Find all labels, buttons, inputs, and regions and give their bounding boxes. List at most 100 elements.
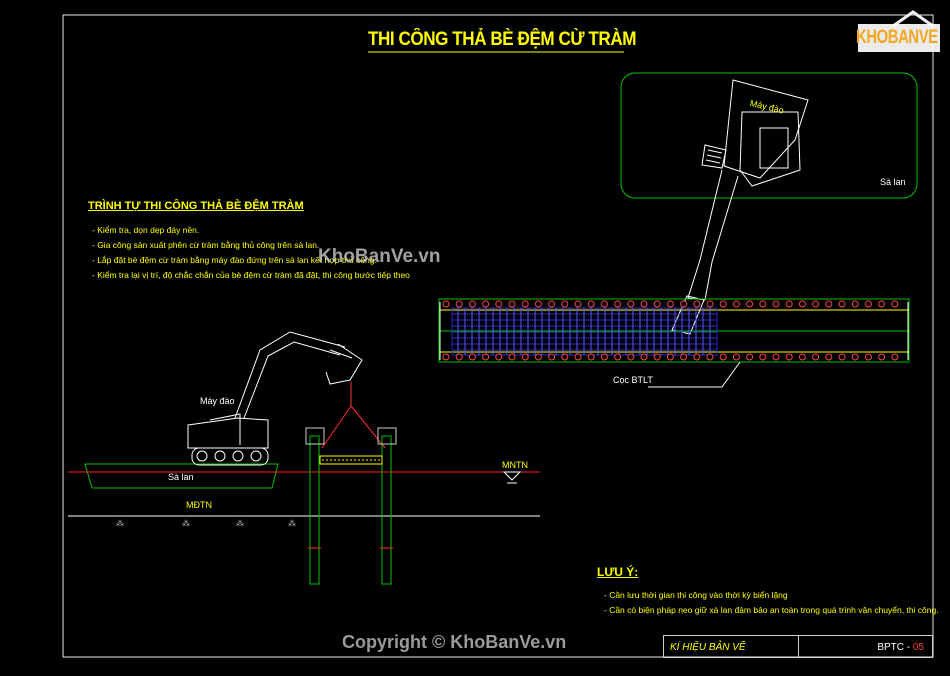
pile-marker <box>666 300 674 308</box>
pile-marker <box>627 300 635 308</box>
pile-marker <box>534 353 542 361</box>
svg-text:⁂: ⁂ <box>288 519 296 528</box>
pile-marker <box>746 353 754 361</box>
pile-marker <box>653 300 661 308</box>
pile-marker <box>798 353 806 361</box>
pile-marker <box>455 300 463 308</box>
pile-marker <box>719 300 727 308</box>
note-item: - Cần lưu thời gian thi công vào thời kỳ… <box>604 590 788 600</box>
pile-marker <box>600 353 608 361</box>
pile-marker <box>693 300 701 308</box>
procedure-steps: - Kiểm tra, dọn dẹp đáy nền. - Gia công … <box>92 223 410 283</box>
pile-marker <box>746 300 754 308</box>
pile-marker <box>680 353 688 361</box>
procedure-step: - Kiểm tra, dọn dẹp đáy nền. <box>92 225 200 235</box>
barge-label-plan: Sà lan <box>880 177 906 187</box>
excavator-elevation <box>187 331 363 466</box>
soil-hatch: ⁂ ⁂ ⁂ ⁂ <box>116 519 296 528</box>
pile-marker <box>825 300 833 308</box>
raft-plan <box>438 298 910 388</box>
procedure-title: TRÌNH TỰ THI CÔNG THẢ BÈ ĐỆM TRÀM <box>88 200 304 212</box>
notes-title: LƯU Ý: <box>597 565 639 579</box>
pile-marker <box>587 353 595 361</box>
pile-marker <box>627 353 635 361</box>
pile-marker <box>482 353 490 361</box>
pile-marker <box>574 300 582 308</box>
drawing-frame <box>62 14 934 658</box>
pile-marker <box>574 353 582 361</box>
pile-label: Cọc BTLT <box>613 375 653 385</box>
pile-marker <box>851 300 859 308</box>
title-block: KÍ HIỆU BẢN VẼ BPTC - 05 <box>663 635 933 658</box>
pile-marker <box>838 300 846 308</box>
notes-list: - Cần lưu thời gian thi công vào thời kỳ… <box>604 588 939 618</box>
water-level-symbol <box>502 471 522 484</box>
procedure-step: - Lắp đặt bè đệm cừ tràm bằng máy đào đứ… <box>92 255 377 265</box>
pile-marker <box>891 300 899 308</box>
pile-marker <box>534 300 542 308</box>
pile-marker <box>521 300 529 308</box>
drawing-code-number: 05 <box>912 642 924 653</box>
pile-marker <box>772 353 780 361</box>
excavator-label-elevation: Máy đào <box>200 396 235 406</box>
pile-marker <box>785 300 793 308</box>
legend-label: KÍ HIỆU BẢN VẼ <box>670 642 746 653</box>
pile-marker <box>759 353 767 361</box>
pile-marker <box>521 353 529 361</box>
pile-marker <box>732 353 740 361</box>
pile-marker <box>891 353 899 361</box>
pile-marker <box>864 300 872 308</box>
pile-marker <box>468 353 476 361</box>
pile-marker <box>825 353 833 361</box>
pile-marker <box>680 300 688 308</box>
barge-elevation <box>84 463 279 489</box>
copyright-watermark: Copyright © KhoBanVe.vn <box>342 632 567 652</box>
water-level-label: MNTN <box>502 460 528 470</box>
pile-marker <box>455 353 463 361</box>
pile-marker <box>732 300 740 308</box>
pile-marker <box>508 353 516 361</box>
pile-marker <box>759 300 767 308</box>
pile-marker <box>561 300 569 308</box>
pile-marker <box>851 353 859 361</box>
pile-marker <box>640 300 648 308</box>
pile-marker <box>614 300 622 308</box>
pile-marker <box>495 300 503 308</box>
pile-marker <box>600 300 608 308</box>
pile-marker <box>561 353 569 361</box>
cofferdam-elevation <box>305 427 397 585</box>
pile-marker <box>798 300 806 308</box>
pile-marker <box>772 300 780 308</box>
pile-marker <box>864 353 872 361</box>
pile-marker <box>706 300 714 308</box>
pile-marker <box>640 353 648 361</box>
site-logo: KHOBANVE <box>850 13 942 55</box>
pile-marker <box>587 300 595 308</box>
pile-marker <box>508 300 516 308</box>
pile-marker <box>666 353 674 361</box>
pile-marker <box>482 300 490 308</box>
barge-plan-outline <box>620 72 918 199</box>
lifting-rope <box>321 382 386 449</box>
drawing-code: BPTC - 05 <box>877 642 924 653</box>
procedure-step: - Gia công sản xuất phên cừ tràm bằng th… <box>92 240 320 250</box>
pile-marker <box>653 353 661 361</box>
note-item: - Cần có biện pháp neo giữ xà lan đảm bả… <box>604 605 939 615</box>
pile-marker <box>468 300 476 308</box>
excavator-plan <box>671 79 809 335</box>
svg-text:⁂: ⁂ <box>236 519 244 528</box>
pile-marker <box>878 300 886 308</box>
pile-marker <box>812 300 820 308</box>
drawing-title: THI CÔNG THẢ BÈ ĐỆM CỪ TRÀM <box>368 29 637 50</box>
pile-marker <box>812 353 820 361</box>
pile-marker <box>693 353 701 361</box>
svg-text:⁂: ⁂ <box>182 519 190 528</box>
svg-text:⁂: ⁂ <box>116 519 124 528</box>
pile-marker <box>548 353 556 361</box>
ground-level-label: MĐTN <box>186 500 212 510</box>
pile-marker <box>442 300 450 308</box>
pile-marker <box>614 353 622 361</box>
center-watermark: KhoBanVe.vn <box>318 246 441 267</box>
pile-marker <box>495 353 503 361</box>
